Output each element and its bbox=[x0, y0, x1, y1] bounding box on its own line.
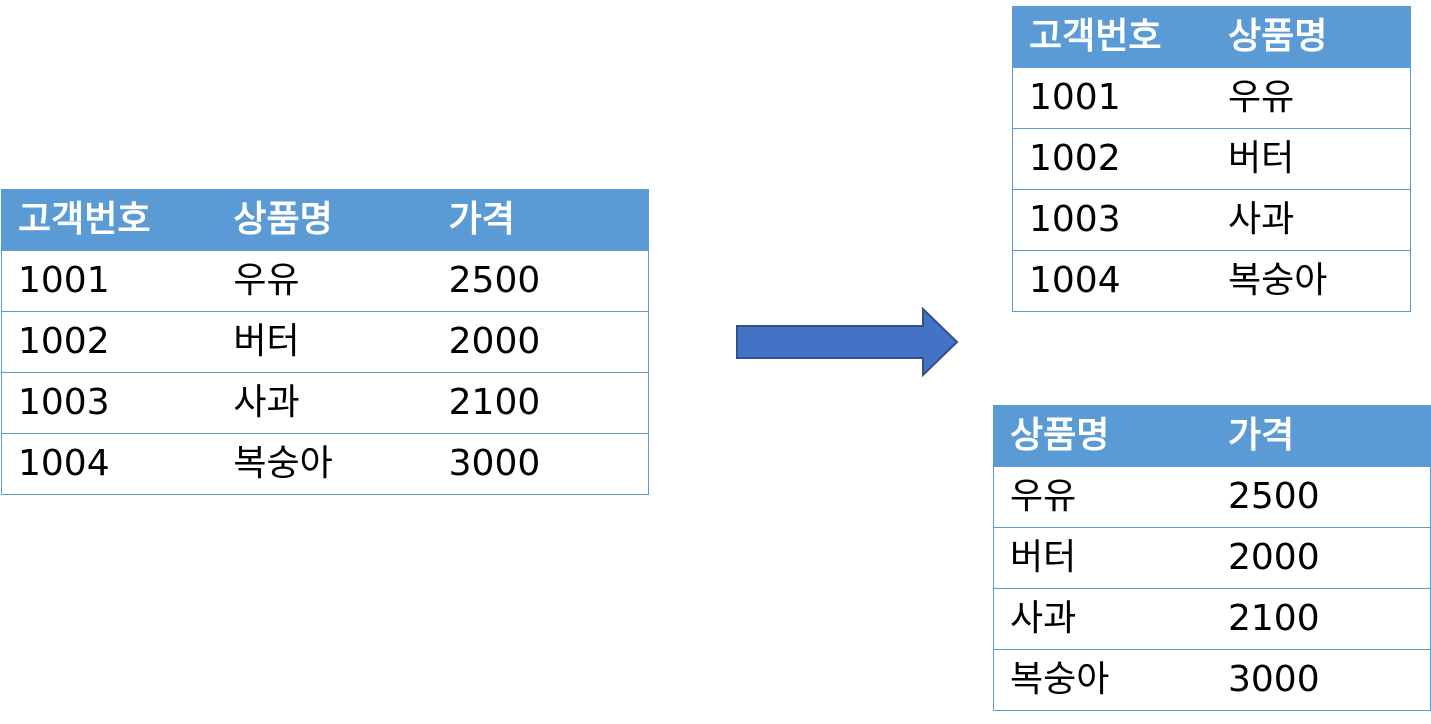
cell-product-name: 버터 bbox=[1010, 537, 1077, 578]
table-row: 1003 사과 2100 bbox=[2, 372, 648, 433]
source-table: 고객번호 상품명 가격 1001 우유 2500 1002 버터 2000 10… bbox=[1, 189, 649, 495]
cell-price: 3000 bbox=[1228, 659, 1320, 700]
header-product-name: 상품명 bbox=[233, 199, 333, 240]
table-row: 1004 복숭아 bbox=[1013, 250, 1410, 311]
table-row: 복숭아 3000 bbox=[994, 649, 1430, 710]
table-row: 1003 사과 bbox=[1013, 189, 1410, 250]
right-arrow-icon bbox=[736, 307, 959, 377]
cell-price: 3000 bbox=[448, 443, 541, 484]
cell-price: 2000 bbox=[448, 321, 541, 362]
product-price-table: 상품명 가격 우유 2500 버터 2000 사과 2100 복숭아 3000 bbox=[993, 405, 1431, 711]
table-row: 우유 2500 bbox=[994, 466, 1430, 527]
cell-customer-id: 1002 bbox=[18, 321, 110, 362]
header-customer-id: 고객번호 bbox=[1029, 16, 1162, 57]
cell-price: 2100 bbox=[448, 382, 541, 423]
cell-product-name: 사과 bbox=[233, 382, 300, 423]
cell-customer-id: 1003 bbox=[18, 382, 110, 423]
table-header-row: 고객번호 상품명 가격 bbox=[2, 190, 648, 250]
cell-product-name: 우유 bbox=[1228, 77, 1295, 118]
cell-product-name: 복숭아 bbox=[233, 443, 333, 484]
cell-customer-id: 1003 bbox=[1029, 199, 1121, 240]
table-row: 1002 버터 bbox=[1013, 128, 1410, 189]
table-row: 1004 복숭아 3000 bbox=[2, 433, 648, 494]
cell-customer-id: 1001 bbox=[18, 260, 110, 301]
header-price: 가격 bbox=[1228, 415, 1295, 456]
cell-product-name: 버터 bbox=[233, 321, 300, 362]
cell-customer-id: 1004 bbox=[1029, 260, 1121, 301]
table-header-row: 고객번호 상품명 bbox=[1013, 7, 1410, 67]
table-row: 사과 2100 bbox=[994, 588, 1430, 649]
cell-product-name: 버터 bbox=[1228, 138, 1295, 179]
cell-product-name: 사과 bbox=[1010, 598, 1077, 639]
header-product-name: 상품명 bbox=[1228, 16, 1328, 57]
table-header-row: 상품명 가격 bbox=[994, 406, 1430, 466]
cell-customer-id: 1004 bbox=[18, 443, 110, 484]
cell-customer-id: 1002 bbox=[1029, 138, 1121, 179]
customer-product-table: 고객번호 상품명 1001 우유 1002 버터 1003 사과 1004 복숭… bbox=[1012, 6, 1411, 312]
table-row: 1002 버터 2000 bbox=[2, 311, 648, 372]
cell-customer-id: 1001 bbox=[1029, 77, 1121, 118]
cell-product-name: 복숭아 bbox=[1228, 260, 1328, 301]
header-product-name: 상품명 bbox=[1010, 415, 1110, 456]
table-row: 1001 우유 bbox=[1013, 67, 1410, 128]
cell-product-name: 우유 bbox=[1010, 476, 1077, 517]
header-customer-id: 고객번호 bbox=[18, 199, 151, 240]
cell-product-name: 복숭아 bbox=[1010, 659, 1110, 700]
cell-price: 2500 bbox=[448, 260, 541, 301]
cell-product-name: 사과 bbox=[1228, 199, 1295, 240]
cell-price: 2000 bbox=[1228, 537, 1320, 578]
header-price: 가격 bbox=[448, 199, 515, 240]
cell-price: 2500 bbox=[1228, 476, 1320, 517]
cell-product-name: 우유 bbox=[233, 260, 300, 301]
table-row: 1001 우유 2500 bbox=[2, 250, 648, 311]
cell-price: 2100 bbox=[1228, 598, 1320, 639]
table-row: 버터 2000 bbox=[994, 527, 1430, 588]
